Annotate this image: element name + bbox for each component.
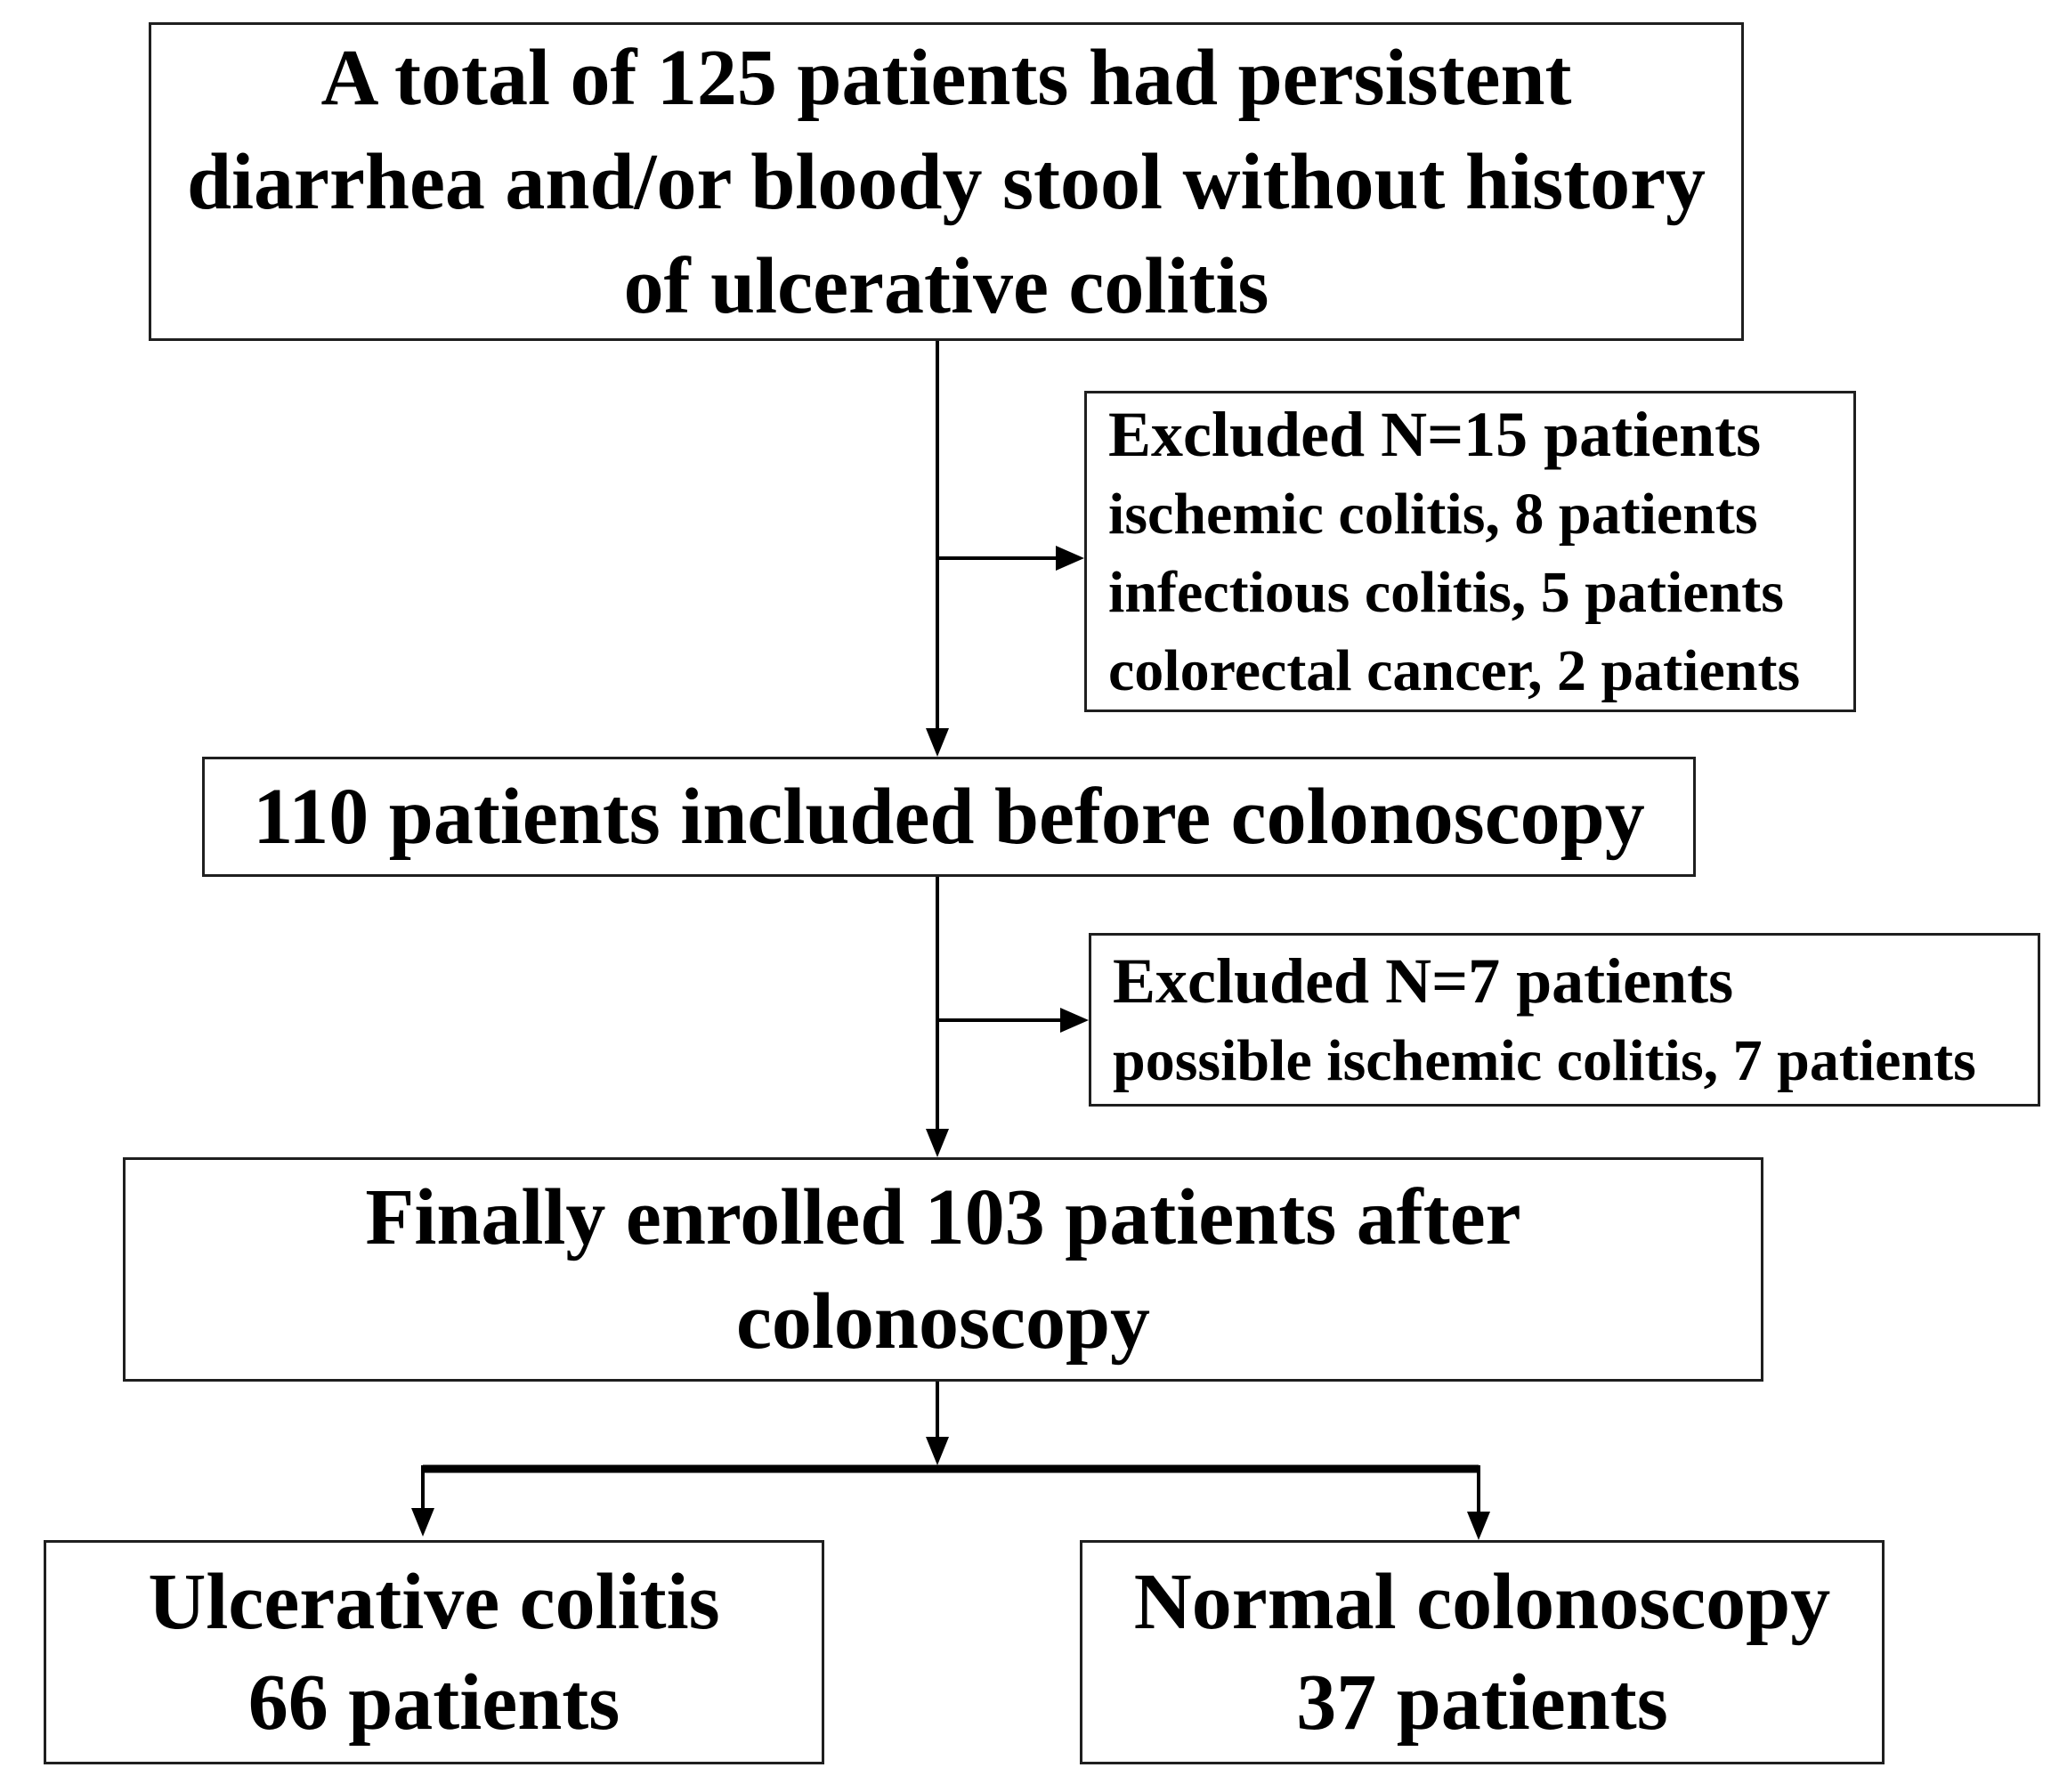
ulcerative-colitis-count: 66 patients (247, 1658, 620, 1747)
total-patients-line-3: of ulcerative colitis (623, 241, 1269, 330)
arrow-included-to-enrolled (926, 877, 949, 1157)
excluded-before-colonoscopy-box: Excluded N=15 patients ischemic colitis,… (1084, 391, 1856, 712)
included-patients-text: 110 patients included before colonoscopy (253, 772, 1645, 861)
total-patients-line-1: A total of 125 patients had persistent (320, 33, 1572, 122)
normal-colonoscopy-label: Normal colonoscopy (1133, 1558, 1831, 1646)
included-patients-box: 110 patients included before colonoscopy (202, 757, 1696, 877)
arrow-total-to-included (926, 341, 949, 757)
excluded-2-heading: Excluded N=7 patients (1113, 945, 1734, 1017)
normal-colonoscopy-count: 37 patients (1296, 1658, 1668, 1747)
excluded-1-item-infectious: infectious colitis, 5 patients (1108, 559, 1784, 625)
excluded-after-colonoscopy-box: Excluded N=7 patients possible ischemic … (1089, 933, 2040, 1107)
excluded-2-item-possible-ischemic: possible ischemic colitis, 7 patients (1113, 1027, 1976, 1093)
arrow-branch-excluded-1 (937, 546, 1084, 571)
arrow-split-to-normal (1467, 1465, 1490, 1540)
enrolled-patients-line-2: colonoscopy (735, 1277, 1151, 1366)
enrolled-patients-box: Finally enrolled 103 patients after colo… (123, 1157, 1763, 1382)
enrolled-patients-line-1: Finally enrolled 103 patients after (365, 1173, 1521, 1261)
total-patients-line-2: diarrhea and/or bloody stool without his… (186, 137, 1706, 226)
normal-colonoscopy-box: Normal colonoscopy 37 patients (1080, 1540, 1885, 1764)
arrow-branch-excluded-2 (937, 1008, 1089, 1033)
excluded-1-item-colorectal: colorectal cancer, 2 patients (1108, 637, 1801, 703)
ulcerative-colitis-box: Ulcerative colitis 66 patients (44, 1540, 824, 1764)
arrow-split-to-ulcerative (411, 1465, 434, 1537)
excluded-1-item-ischemic: ischemic colitis, 8 patients (1108, 481, 1758, 547)
arrow-enrolled-to-split (926, 1382, 949, 1465)
excluded-1-heading: Excluded N=15 patients (1108, 398, 1762, 470)
total-patients-box: A total of 125 patients had persistent d… (149, 22, 1744, 341)
ulcerative-colitis-label: Ulcerative colitis (148, 1558, 720, 1646)
